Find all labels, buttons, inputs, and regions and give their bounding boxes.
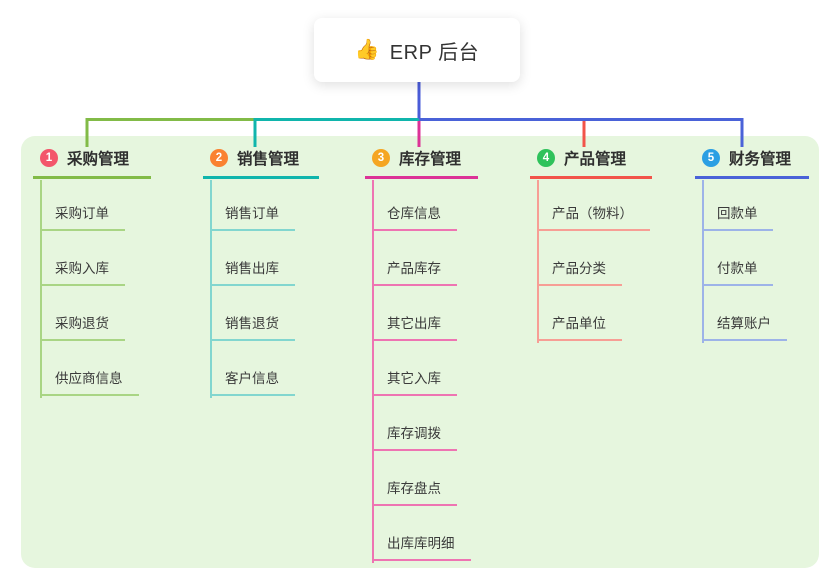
leaf-node-label: 产品分类: [552, 261, 606, 276]
leaf-node-label: 回款单: [717, 206, 758, 221]
leaf-node[interactable]: 出库库明细: [372, 525, 471, 561]
leaf-node-label: 销售出库: [225, 261, 279, 276]
leaf-node-label: 销售订单: [225, 206, 279, 221]
leaf-node-label: 其它出库: [387, 316, 441, 331]
leaf-node[interactable]: 采购退货: [40, 305, 125, 341]
branch-title: 库存管理: [399, 151, 462, 168]
branch-trunk-line: [372, 180, 374, 563]
leaf-node-label: 采购退货: [55, 316, 109, 331]
leaf-node-label: 供应商信息: [55, 371, 123, 386]
leaf-node-label: 付款单: [717, 261, 758, 276]
branch-node-3[interactable]: 3 库存管理: [365, 147, 478, 179]
branch-title: 财务管理: [729, 151, 792, 168]
leaf-node[interactable]: 回款单: [702, 195, 773, 231]
leaf-node[interactable]: 其它出库: [372, 305, 457, 341]
branch-number-badge: 1: [40, 149, 58, 167]
branch-node-5[interactable]: 5 财务管理: [695, 147, 809, 179]
leaf-node-label: 出库库明细: [387, 536, 455, 551]
leaf-node[interactable]: 其它入库: [372, 360, 457, 396]
branch-title: 销售管理: [237, 151, 300, 168]
root-node-erp[interactable]: 👍 ERP 后台: [314, 18, 520, 82]
branch-node-4[interactable]: 4 产品管理: [530, 147, 652, 179]
branch-node-1[interactable]: 1 采购管理: [33, 147, 151, 179]
branch-node-2[interactable]: 2 销售管理: [203, 147, 319, 179]
root-node-title: ERP 后台: [389, 41, 480, 64]
branch-number-badge: 4: [537, 149, 555, 167]
branch-title: 产品管理: [564, 151, 627, 168]
leaf-node[interactable]: 销售退货: [210, 305, 295, 341]
leaf-node[interactable]: 付款单: [702, 250, 773, 286]
leaf-node[interactable]: 产品分类: [537, 250, 622, 286]
leaf-node-label: 客户信息: [225, 371, 279, 386]
mindmap-background-panel: [21, 136, 819, 568]
leaf-node-label: 采购订单: [55, 206, 109, 221]
leaf-node[interactable]: 客户信息: [210, 360, 295, 396]
branch-trunk-line: [702, 180, 704, 343]
leaf-node-label: 产品单位: [552, 316, 606, 331]
branch-number-badge: 5: [702, 149, 720, 167]
leaf-node[interactable]: 库存调拨: [372, 415, 457, 451]
leaf-node-label: 库存盘点: [387, 481, 441, 496]
leaf-node-label: 采购入库: [55, 261, 109, 276]
leaf-node[interactable]: 销售出库: [210, 250, 295, 286]
branch-trunk-line: [537, 180, 539, 343]
leaf-node[interactable]: 采购订单: [40, 195, 125, 231]
leaf-node-label: 仓库信息: [387, 206, 441, 221]
branch-trunk-line: [210, 180, 212, 398]
branch-title: 采购管理: [67, 151, 130, 168]
leaf-node-label: 产品库存: [387, 261, 441, 276]
leaf-node[interactable]: 采购入库: [40, 250, 125, 286]
leaf-node-label: 产品（物料）: [552, 206, 633, 221]
leaf-node-label: 销售退货: [225, 316, 279, 331]
leaf-node[interactable]: 销售订单: [210, 195, 295, 231]
branch-number-badge: 3: [372, 149, 390, 167]
leaf-node[interactable]: 供应商信息: [40, 360, 139, 396]
leaf-node[interactable]: 产品（物料）: [537, 195, 650, 231]
leaf-node[interactable]: 产品单位: [537, 305, 622, 341]
leaf-node[interactable]: 仓库信息: [372, 195, 457, 231]
leaf-node[interactable]: 产品库存: [372, 250, 457, 286]
leaf-node-label: 其它入库: [387, 371, 441, 386]
thumbs-up-icon: 👍: [354, 39, 380, 61]
branch-number-badge: 2: [210, 149, 228, 167]
branch-trunk-line: [40, 180, 42, 398]
leaf-node-label: 结算账户: [717, 316, 771, 331]
leaf-node[interactable]: 结算账户: [702, 305, 787, 341]
leaf-node[interactable]: 库存盘点: [372, 470, 457, 506]
leaf-node-label: 库存调拨: [387, 426, 441, 441]
